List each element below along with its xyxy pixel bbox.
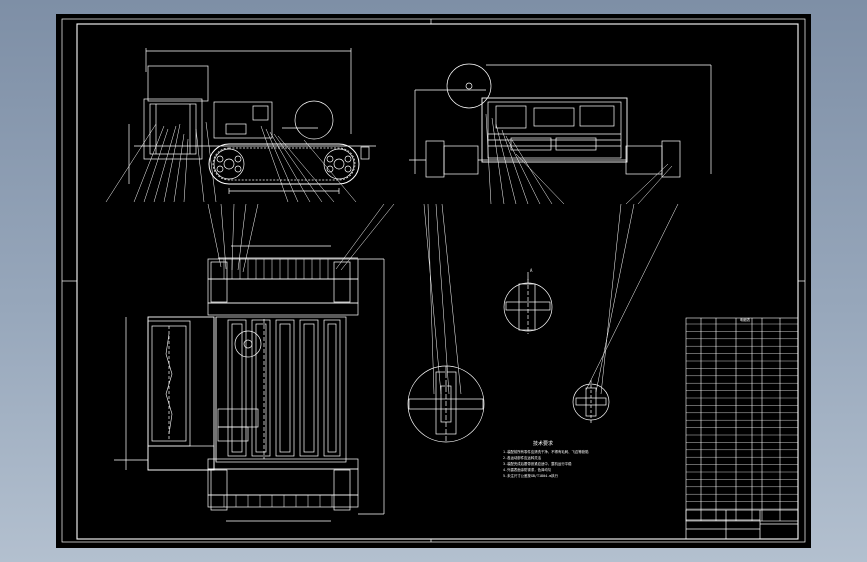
front-view-leaders xyxy=(105,121,357,203)
plan-view-leaders xyxy=(207,203,462,395)
notes-line: 1.装配前所有零件应清洗干净，不得有毛刺、飞边等缺陷 xyxy=(503,449,589,454)
detail-callout-large xyxy=(407,365,485,443)
plan-view xyxy=(125,245,385,522)
side-wheel-left xyxy=(425,140,445,178)
title-block xyxy=(685,509,799,540)
detail-callout-medium xyxy=(503,272,553,334)
side-wheel-right xyxy=(661,140,681,178)
crawler-track xyxy=(208,143,360,185)
notes-line: 2.各运动部件应运转灵活 xyxy=(503,455,542,460)
notes-block: 技术要求 1.装配前所有零件应清洗干净，不得有毛刺、飞边等缺陷 2.各运动部件应… xyxy=(503,440,589,478)
front-view xyxy=(128,48,376,194)
notes-line: 5.未注尺寸公差按GB/T1804-m执行 xyxy=(503,473,559,478)
detail-callout-small xyxy=(572,203,679,424)
outer-frame xyxy=(61,18,806,543)
side-view xyxy=(409,63,712,178)
notes-heading: 技术要求 xyxy=(533,440,553,447)
drawing-canvas[interactable]: 明细表 技术要求 1.装配前所有零件应清洗干净，不得有毛刺、飞边等缺陷 2.各运… xyxy=(56,14,811,548)
notes-line: 3.装配完成后履带张紧应适中，整机运行平稳 xyxy=(503,461,572,466)
section-label: A xyxy=(530,268,533,273)
side-view-leaders xyxy=(485,113,673,205)
parts-list-header: 明细表 xyxy=(740,317,751,322)
drawing-sheet: 明细表 技术要求 1.装配前所有零件应清洗干净，不得有毛刺、飞边等缺陷 2.各运… xyxy=(56,14,811,548)
parts-list-table xyxy=(685,317,799,522)
notes-line: 4.外露表面涂防锈漆，色泽均匀 xyxy=(503,467,552,472)
inner-frame xyxy=(76,23,799,540)
